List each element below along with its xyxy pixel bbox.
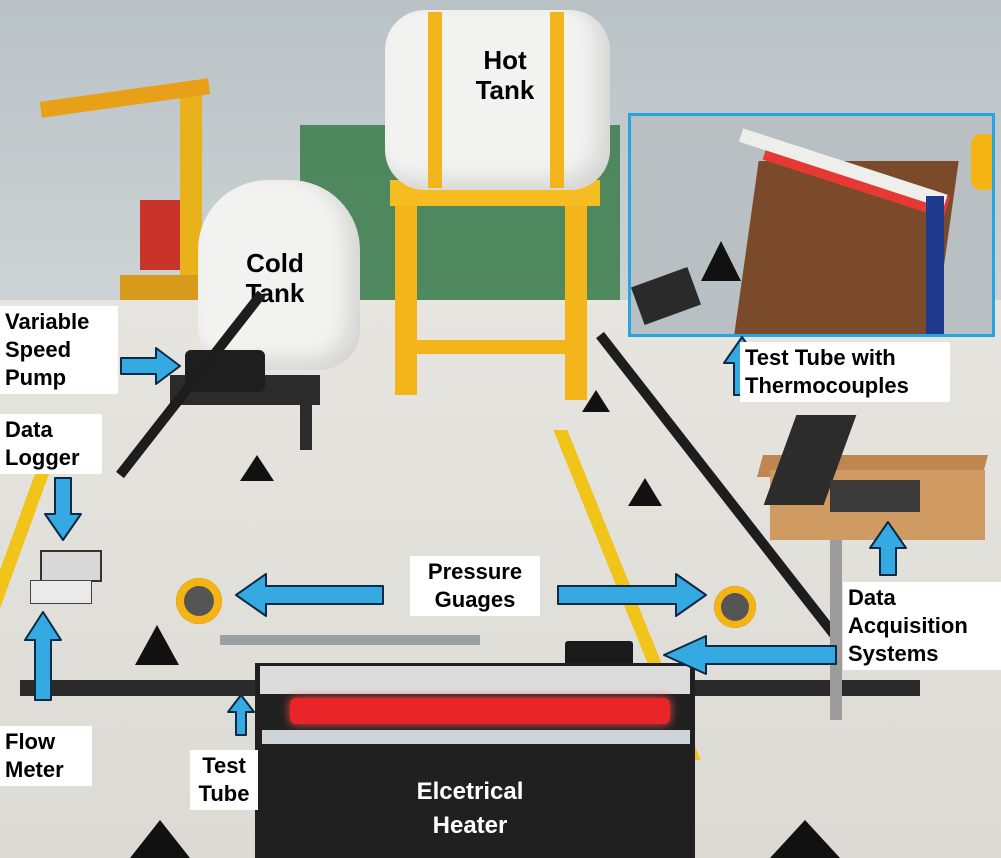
label-data-acquisition: Data Acquisition Systems — [843, 582, 1001, 670]
flow-meter-device — [30, 580, 92, 604]
hot-tank-strap-left — [428, 12, 442, 188]
cold-tank-stand-leg — [300, 380, 312, 450]
label-pressure-gauges: Pressure Guages — [410, 556, 540, 616]
inset-photo — [628, 113, 995, 337]
pressure-gauge-left — [176, 578, 222, 624]
arrow-data-logger — [44, 477, 82, 541]
arrow-daq-desk — [869, 521, 907, 576]
arrow-daq-front — [663, 635, 837, 675]
arrow-pressure-left — [235, 573, 384, 617]
heater-red-element — [290, 698, 670, 724]
arrow-pump — [120, 347, 181, 385]
desk-leg — [830, 540, 842, 720]
pipe-silver — [220, 635, 480, 645]
hot-tank-strap-right — [550, 12, 564, 188]
label-flow-meter: Flow Meter — [0, 726, 92, 786]
electrical-heater-label: Elcetrical Heater — [416, 778, 524, 839]
inset-gauge — [971, 134, 992, 190]
pressure-gauge-right — [714, 586, 756, 628]
cold-tank-label: Cold Tank — [245, 248, 305, 308]
heater-tube — [262, 730, 690, 744]
arrow-flow-meter — [24, 611, 62, 701]
arrow-test-tube — [227, 694, 255, 736]
laptop-base — [830, 480, 920, 512]
inset-blue-stand — [926, 196, 944, 334]
heater-top-rail — [260, 666, 690, 694]
heater-frame — [255, 663, 695, 858]
label-test-tube: Test Tube — [190, 750, 258, 810]
label-data-logger: Data Logger — [0, 414, 102, 474]
hot-tank — [385, 10, 610, 190]
red-jack — [140, 200, 180, 270]
hot-tank-label: Hot Tank — [475, 45, 535, 105]
label-test-tube-thermocouples: Test Tube with Thermocouples — [740, 342, 950, 402]
label-variable-speed-pump: Variable Speed Pump — [0, 306, 118, 394]
arrow-pressure-right — [557, 573, 707, 617]
crane-frame — [180, 85, 202, 285]
daq-device-front — [565, 641, 633, 667]
hot-tank-stand-rail — [405, 340, 580, 354]
